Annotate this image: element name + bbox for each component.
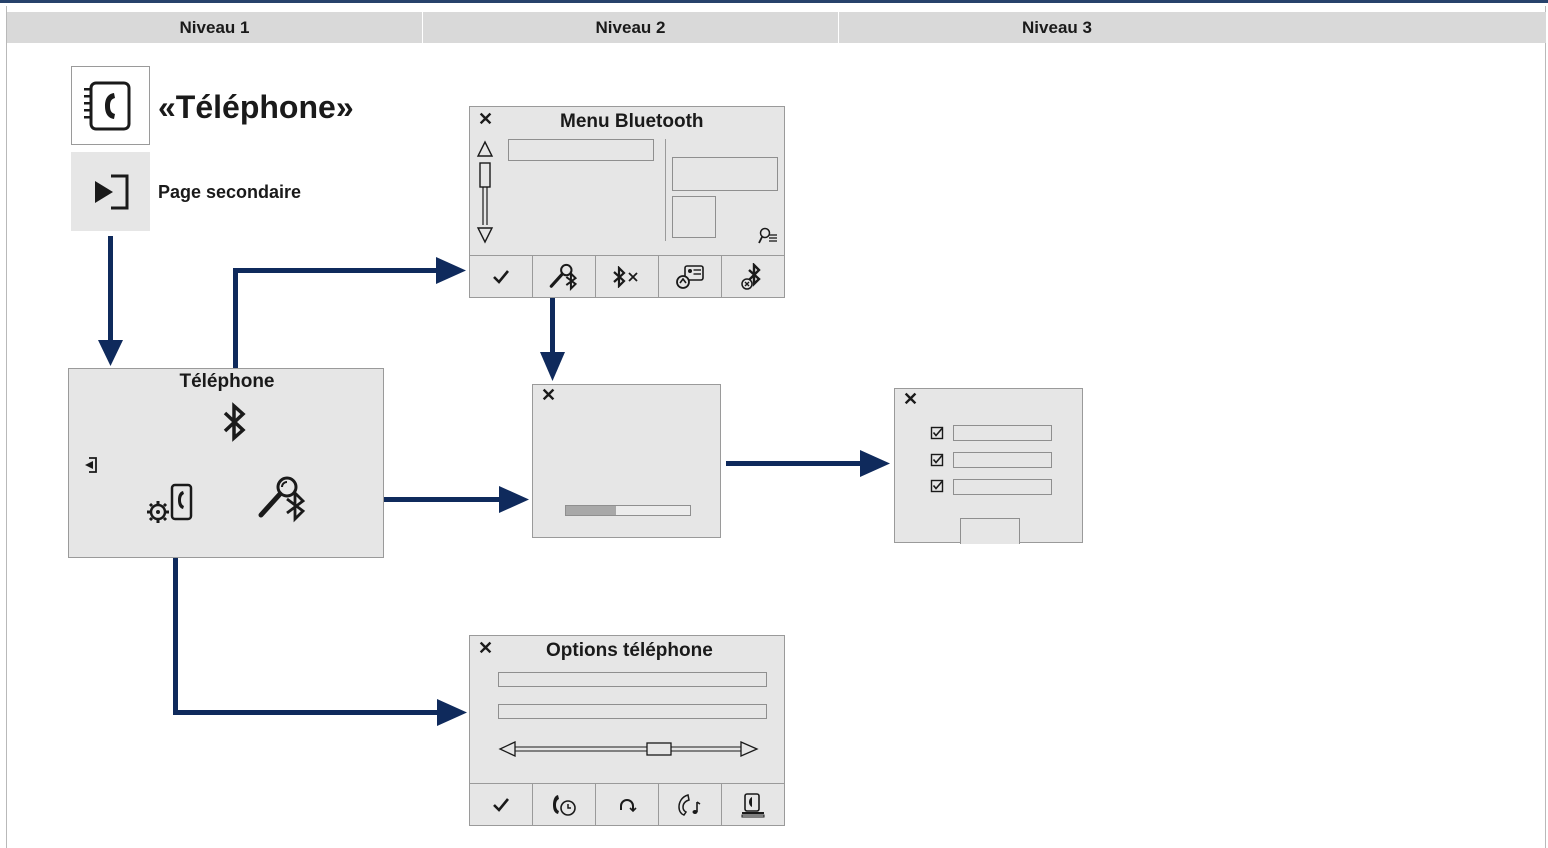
phone-book-icon [71,66,150,145]
profile-selection-screen: ✕ [894,388,1083,544]
profile-field [953,479,1052,495]
option-field[interactable] [498,672,767,687]
close-icon[interactable]: ✕ [541,385,557,405]
ringtone-button[interactable] [659,784,722,825]
phone-memory-icon [741,792,765,817]
delete-device-button[interactable] [722,256,784,297]
exit-page-icon[interactable] [81,455,99,480]
checkbox-icon[interactable] [930,479,944,498]
refresh-icon [620,798,637,812]
bluetooth-menu-screen: ✕ Menu Bluetooth [469,106,785,298]
profile-field [953,452,1052,468]
checkbox-icon[interactable] [930,426,944,445]
slider[interactable] [498,739,760,764]
panel-divider [665,139,666,241]
bluetooth-menu-title: Menu Bluetooth [560,111,704,132]
secondary-page-label: Page secondaire [158,182,302,202]
check-icon [493,269,510,284]
phone-options-title: Options téléphone [546,640,713,661]
search-devices-button[interactable] [533,256,596,297]
close-icon[interactable]: ✕ [478,638,494,658]
phone-settings-icon[interactable] [145,481,197,530]
connection-progress-screen: ✕ [532,384,721,538]
check-icon [493,797,510,812]
disconnect-button[interactable] [596,256,659,297]
telephone-screen-title: Téléphone [179,371,275,392]
level-3-heading: Niveau 3 [1022,18,1092,37]
level-2-heading: Niveau 2 [423,12,839,43]
bluetooth-disconnect-icon [613,265,638,288]
device-info-field [672,157,778,191]
level-header: Niveau 1 Niveau 2 Niveau 3 [7,12,1546,43]
secondary-page-icon [71,152,150,231]
telephone-screen: Téléphone [68,368,384,558]
close-icon[interactable]: ✕ [903,389,919,409]
device-list-field[interactable] [508,139,654,161]
search-bluetooth-icon [549,263,578,291]
level-1-heading: Niveau 1 [7,12,423,43]
bluetooth-menu-toolbar [470,255,784,297]
phone-menu-title: «Téléphone» [158,89,354,125]
phone-options-screen: ✕ Options téléphone [469,635,785,826]
confirm-button[interactable] [470,256,533,297]
ok-button[interactable] [960,518,1020,544]
bluetooth-icon [221,402,249,447]
ringtone-icon [678,793,701,816]
contacts-sync-button[interactable] [659,256,722,297]
top-rule [0,0,1548,3]
progress-bar [565,505,691,516]
phone-memory-button[interactable] [722,784,784,825]
search-list-icon[interactable] [758,227,778,250]
call-log-button[interactable] [533,784,596,825]
progress-bar-fill [566,506,616,515]
phone-options-toolbar [470,783,784,825]
option-field[interactable] [498,704,767,719]
bluetooth-delete-icon [741,262,761,290]
device-image-field [672,196,716,238]
scrollbar[interactable] [478,161,492,232]
scroll-down-icon[interactable] [476,225,494,250]
search-bluetooth-icon[interactable] [257,475,309,528]
contact-card-icon [676,264,704,289]
call-history-icon [553,794,576,816]
confirm-button[interactable] [470,784,533,825]
page-frame [6,6,1546,848]
checkbox-icon[interactable] [930,453,944,472]
scroll-up-icon[interactable] [476,139,494,164]
close-icon[interactable]: ✕ [478,109,494,129]
refresh-button[interactable] [596,784,659,825]
profile-field [953,425,1052,441]
